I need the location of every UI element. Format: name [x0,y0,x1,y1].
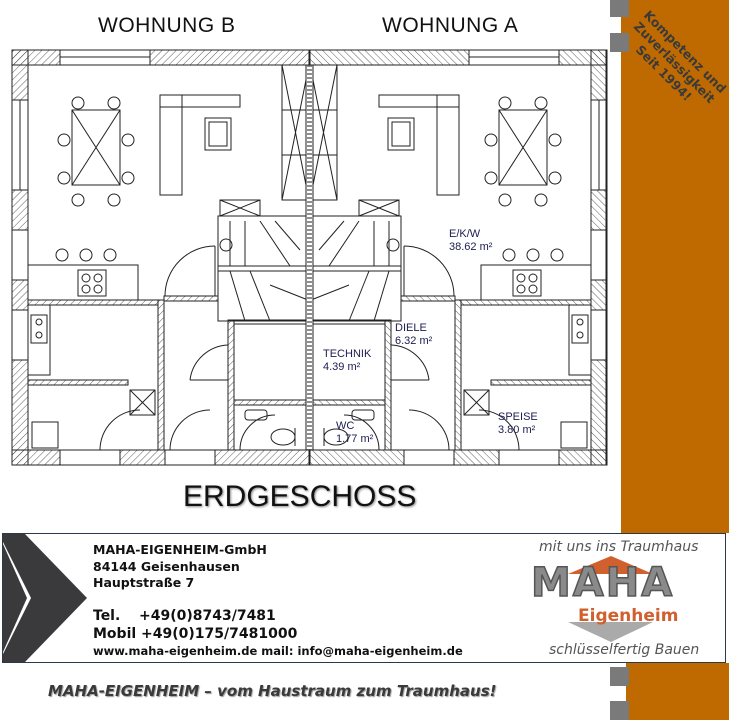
gray-square [610,667,629,686]
floor-title: ERDGESCHOSS [183,480,417,513]
room-name: E/K/W [449,228,481,240]
room-label-ekw: E/K/W 38.62 m² [449,228,492,254]
mobile: Mobil +49(0)175/7481000 [93,626,297,642]
room-area: 38.62 m² [449,241,493,253]
room-name: SPEISE [498,411,538,423]
room-name: WC [336,420,355,432]
city: 84144 Geisenhausen [93,559,240,574]
logo-roof-icon [568,556,653,642]
room-label-diele: DIELE 6.32 m² [395,322,432,348]
gray-square [610,701,629,720]
web-mail[interactable]: www.maha-eigenheim.de mail: info@maha-ei… [93,644,463,658]
logo-sub-brand: Eigenheim [578,606,679,626]
company-name: MAHA-EIGENHEIM-GmbH [93,542,267,557]
room-label-wc: WC 1.77 m² [336,420,373,446]
room-area: 6.32 m² [395,335,433,347]
gray-square [610,0,629,17]
floor-plan [11,49,608,466]
logo-brand: MAHA [530,559,675,607]
tagline: MAHA-EIGENHEIM – vom Haustraum zum Traum… [48,682,497,700]
tel-number[interactable]: +49(0)8743/7481 [139,608,276,624]
gray-square [610,33,629,52]
room-label-technik: TECHNIK 4.39 m² [323,348,371,374]
room-area: 4.39 m² [323,361,361,373]
side-banner-bottom [626,663,729,720]
maha-logo: mit uns ins Traumhaus MAHA Eigenheim sch… [503,534,725,662]
side-banner-top [621,0,729,533]
room-name: TECHNIK [323,348,372,360]
room-area: 3.80 m² [498,424,536,436]
room-label-speise: SPEISE 3.80 m² [498,411,538,437]
phone: Tel. +49(0)8743/7481 [93,608,276,624]
mobile-number[interactable]: +49(0)175/7481000 [141,626,298,642]
unit-b-title: WOHNUNG B [98,14,236,37]
street: Hauptstraße 7 [93,575,195,590]
room-name: DIELE [395,322,427,334]
unit-a-title: WOHNUNG A [382,14,519,37]
chevron-icon [3,534,87,662]
room-area: 1.77 m² [336,433,374,445]
logo-bottom-text: schlüsselfertig Bauen [549,642,700,658]
tel-label: Tel. [93,608,121,624]
contact-box: MAHA-EIGENHEIM-GmbH 84144 Geisenhausen H… [2,533,726,663]
logo-top-text: mit uns ins Traumhaus [539,539,699,555]
mobile-label: Mobil [93,626,137,642]
